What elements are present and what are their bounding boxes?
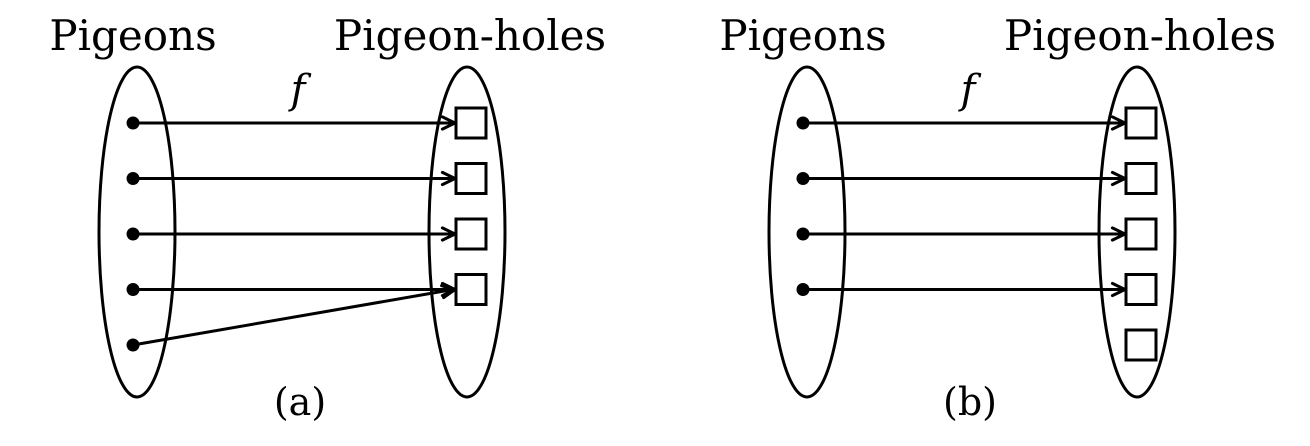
arrow-head bbox=[1110, 281, 1127, 298]
panel-caption: (b) bbox=[943, 380, 997, 424]
pigeons-set-oval bbox=[97, 65, 177, 399]
pigeon-dot bbox=[796, 172, 810, 185]
pigeon-dot bbox=[796, 116, 810, 130]
pigeon-hole bbox=[454, 273, 488, 306]
pigeons-title: Pigeons bbox=[49, 11, 216, 60]
pigeon-hole bbox=[454, 106, 488, 140]
arrow-head bbox=[440, 284, 457, 300]
pigeons-title: Pigeons bbox=[719, 11, 886, 60]
pigeon-hole bbox=[1124, 328, 1158, 362]
function-label: f bbox=[958, 67, 982, 113]
panel-caption: (a) bbox=[274, 380, 326, 424]
pigeon-dot bbox=[796, 283, 810, 296]
pigeon-dot bbox=[796, 227, 810, 241]
pigeon-dot bbox=[126, 227, 140, 241]
arrow-head bbox=[440, 170, 457, 187]
pigeon-hole bbox=[454, 162, 488, 195]
pigeon-dot bbox=[126, 283, 140, 296]
arrow-head bbox=[440, 115, 457, 131]
pigeon-dot bbox=[126, 172, 140, 185]
pigeon-hole bbox=[1124, 217, 1158, 251]
pigeon-holes-title: Pigeon-holes bbox=[334, 11, 606, 60]
pigeon-hole bbox=[454, 217, 488, 251]
pigeons-set-oval bbox=[767, 65, 847, 399]
pigeon-holes-title: Pigeon-holes bbox=[1004, 11, 1276, 60]
mapping-layer bbox=[796, 106, 1158, 362]
arrow-head bbox=[440, 226, 457, 242]
pigeon-hole bbox=[1124, 162, 1158, 195]
arrow-head bbox=[1110, 115, 1127, 131]
pigeon-hole bbox=[1124, 106, 1158, 140]
pigeon-dot bbox=[126, 116, 140, 130]
pigeon-dot bbox=[126, 338, 140, 352]
panel-b: Pigeons Pigeon-holes f (b) bbox=[719, 11, 1276, 424]
arrow-head bbox=[1110, 170, 1127, 187]
mapping-arrow bbox=[132, 288, 454, 347]
panel-a: Pigeons Pigeon-holes f (a) bbox=[49, 11, 606, 424]
function-label: f bbox=[288, 67, 312, 113]
arrow-head bbox=[1110, 226, 1127, 242]
pigeon-hole bbox=[1124, 273, 1158, 306]
pigeon-holes-set-oval bbox=[427, 65, 507, 399]
mapping-layer bbox=[126, 106, 488, 352]
pigeon-holes-set-oval bbox=[1097, 65, 1177, 399]
